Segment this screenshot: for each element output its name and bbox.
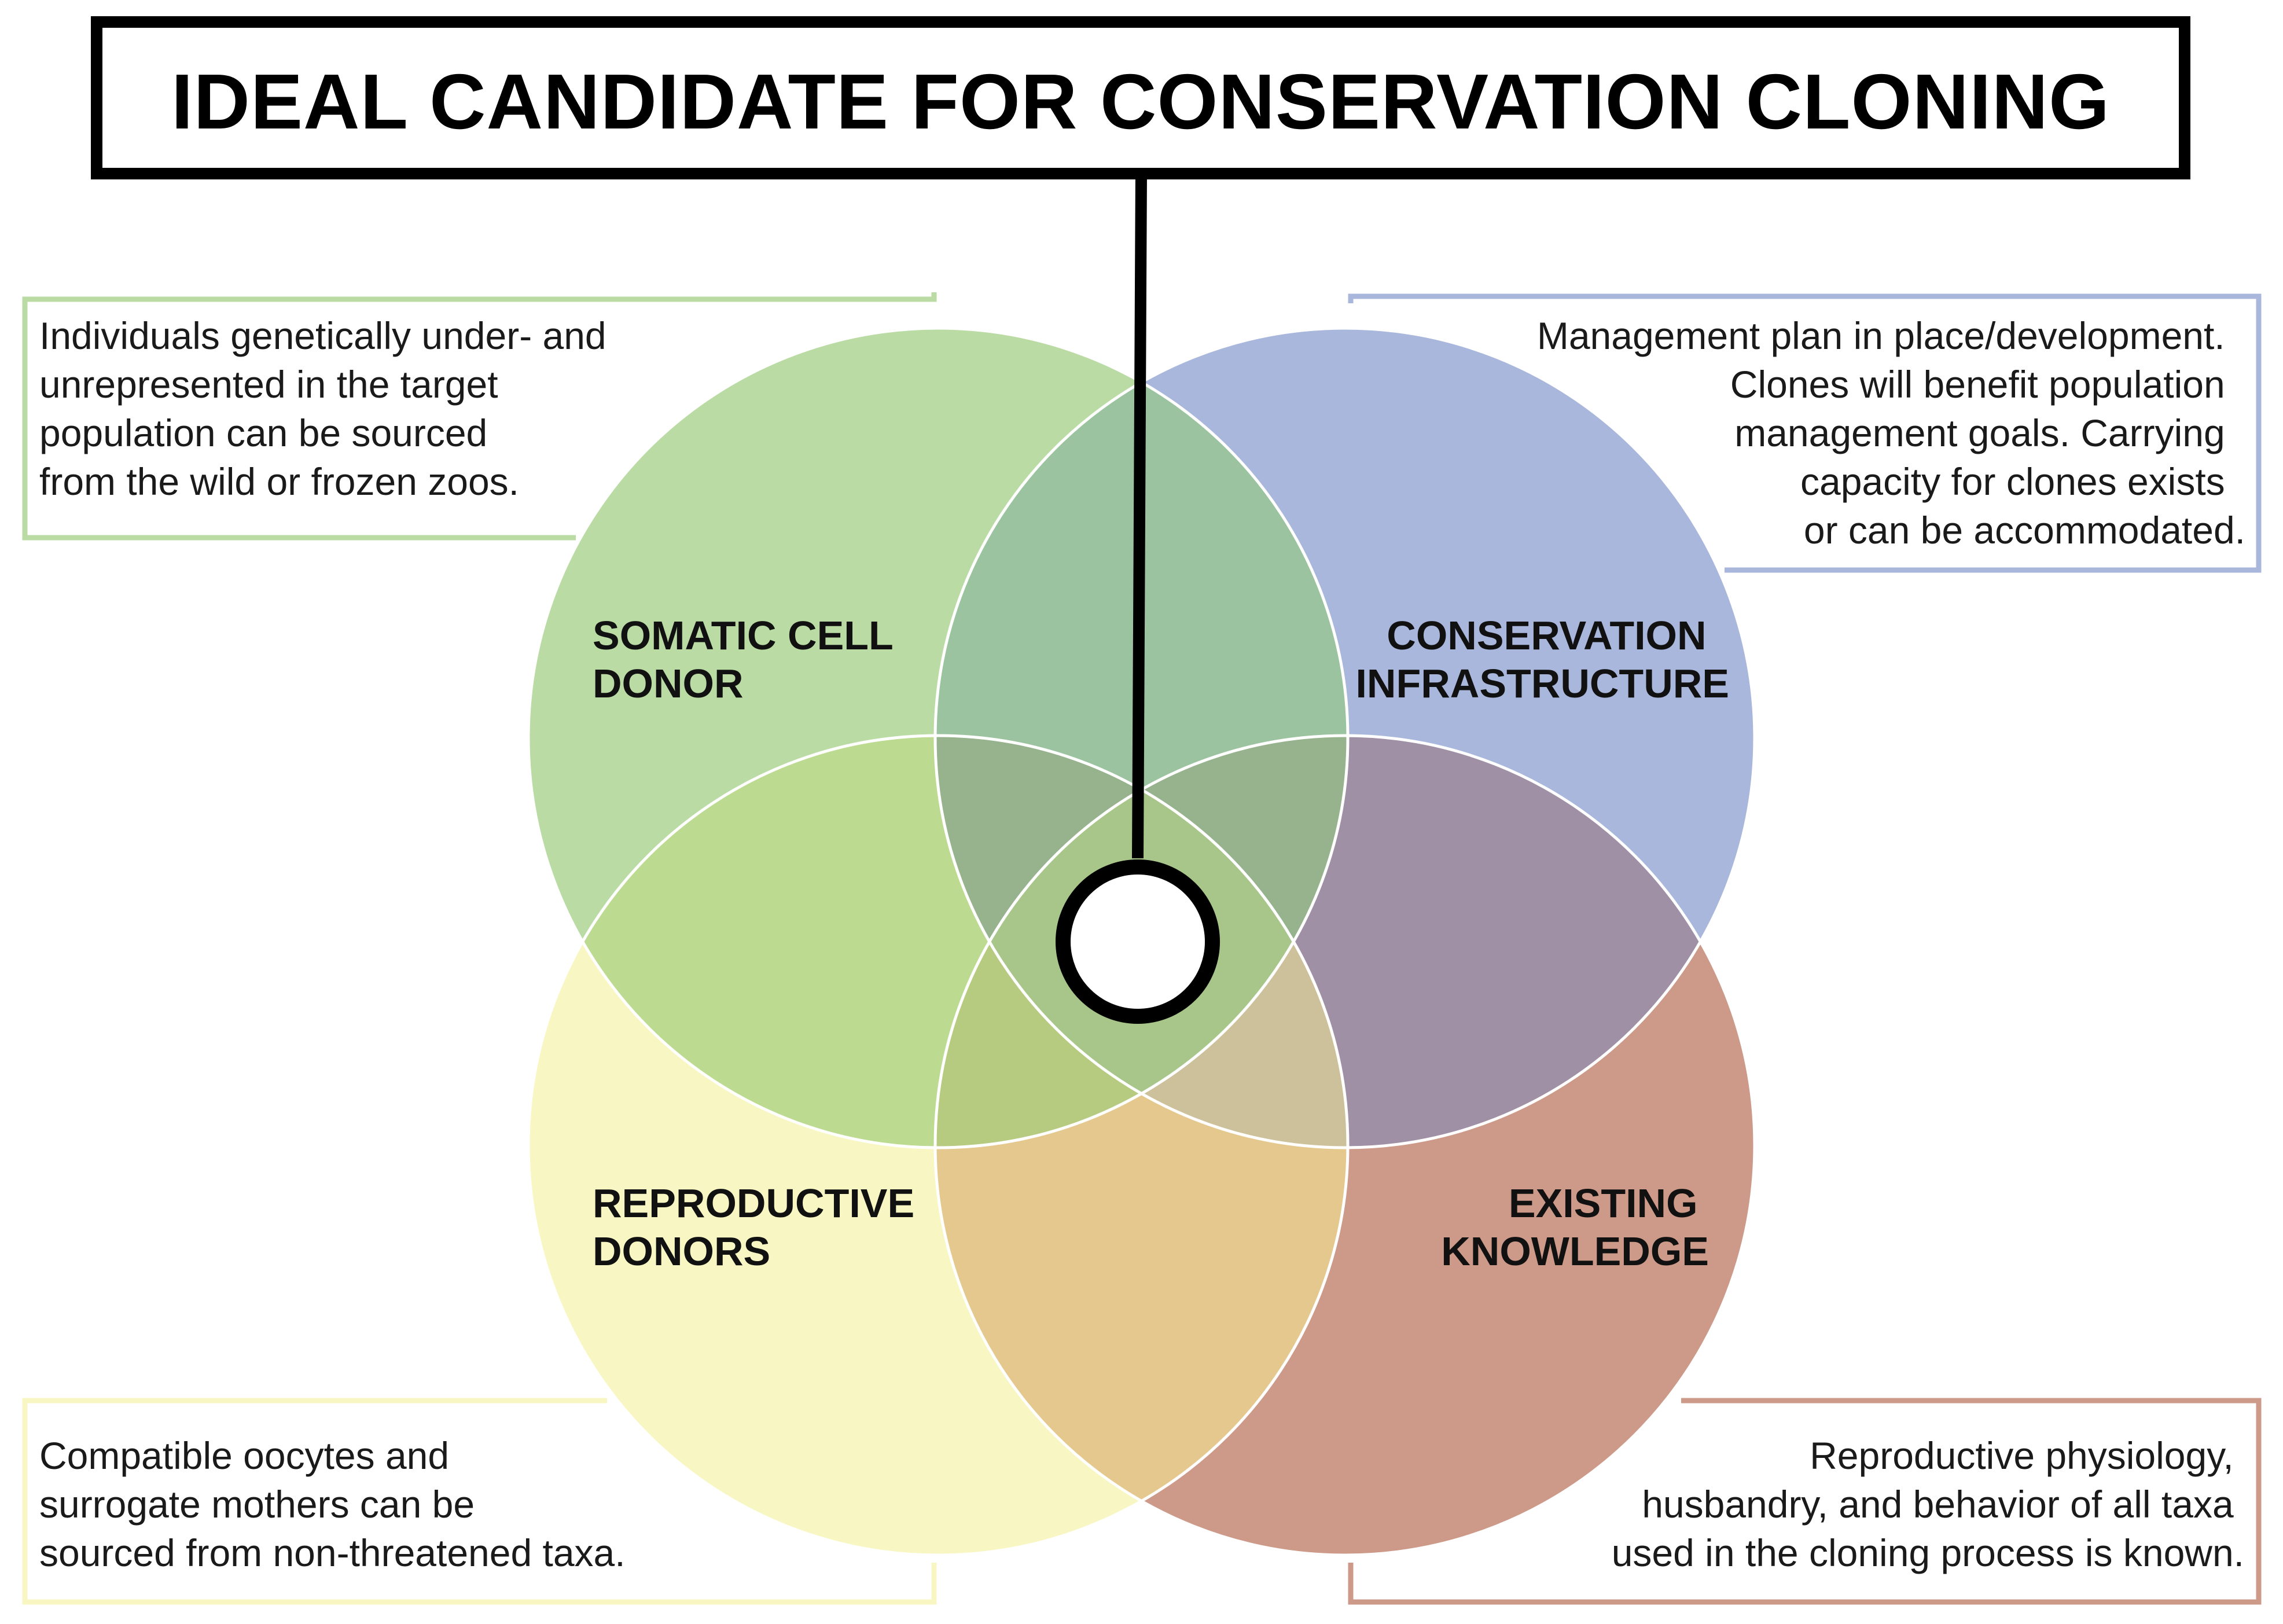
label-reproductive-donors: REPRODUCTIVE DONORS [593,1181,926,1274]
desc-reproductive-donors: Compatible oocytes and surrogate mothers… [39,1434,626,1574]
bracket-reproductive [22,1398,937,1605]
title-box [91,16,2190,179]
title-pointer-line [1132,172,1147,859]
bracket-conservation [1348,293,2262,573]
label-somatic-cell-donor: SOMATIC CELL DONOR [593,613,904,706]
desc-existing-knowledge: Reproductive physiology, husbandry, and … [1612,1434,2244,1574]
center-target-marker [1056,859,1220,1024]
label-existing-knowledge: EXISTING KNOWLEDGE [1441,1181,1709,1274]
circle-outline-reproductive [527,734,1350,1557]
diagram-title: IDEAL CANDIDATE FOR CONSERVATION CLONING [171,58,2110,145]
label-conservation-infrastructure: CONSERVATION INFRASTRUCTURE [1355,613,1729,706]
bracket-knowledge [1348,1398,2262,1605]
desc-conservation-infrastructure: Management plan in place/development. Cl… [1537,314,2245,552]
bracket-somatic [22,292,937,541]
circle-outline-knowledge [933,734,1756,1557]
desc-somatic-cell-donor: Individuals genetically under- and unrep… [39,314,617,503]
circle-outline-conservation [933,326,1756,1149]
circle-outline-somatic [527,326,1350,1149]
